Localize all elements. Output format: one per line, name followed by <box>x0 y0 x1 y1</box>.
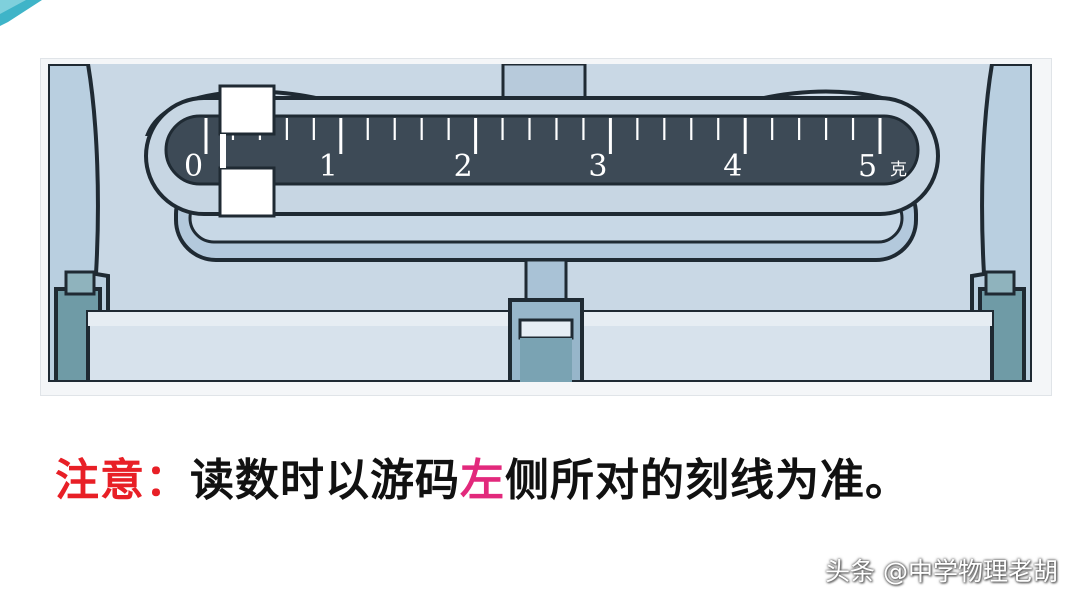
scale-number-0: 0 <box>184 149 203 184</box>
scale-labels: 0 1 2 3 4 5 <box>184 149 877 184</box>
watermark: 头条 @中学物理老胡 <box>825 557 1058 586</box>
rider-top-block[interactable] <box>218 84 276 136</box>
rider-bottom-block[interactable] <box>218 166 276 218</box>
note-line: 注意：读数时以游码左侧所对的刻线为准。 <box>55 444 910 508</box>
note-text-after: 侧所对的刻线为准。 <box>505 455 910 506</box>
scale-bar <box>164 114 920 186</box>
rider-left-edge[interactable] <box>220 134 226 168</box>
note-highlight-word: 左 <box>460 455 505 506</box>
scale-number-2: 2 <box>454 149 473 184</box>
right-pillar <box>970 64 1032 382</box>
scale-unit-label: 克 <box>890 160 907 180</box>
center-base-slot <box>518 318 574 340</box>
scale-number-5: 5 <box>858 149 877 184</box>
note-label: 注意： <box>55 455 190 506</box>
scale-number-1: 1 <box>319 149 338 184</box>
note-text-before: 读数时以游码 <box>190 455 460 506</box>
center-top-post <box>501 64 587 100</box>
balance-beam-diagram: 0 1 2 3 4 5 克 <box>48 64 1032 382</box>
scale-number-4: 4 <box>723 149 742 184</box>
scale-number-3: 3 <box>588 149 607 184</box>
rider[interactable] <box>218 84 276 218</box>
center-base-lower <box>520 338 572 382</box>
corner-decoration <box>0 0 42 26</box>
